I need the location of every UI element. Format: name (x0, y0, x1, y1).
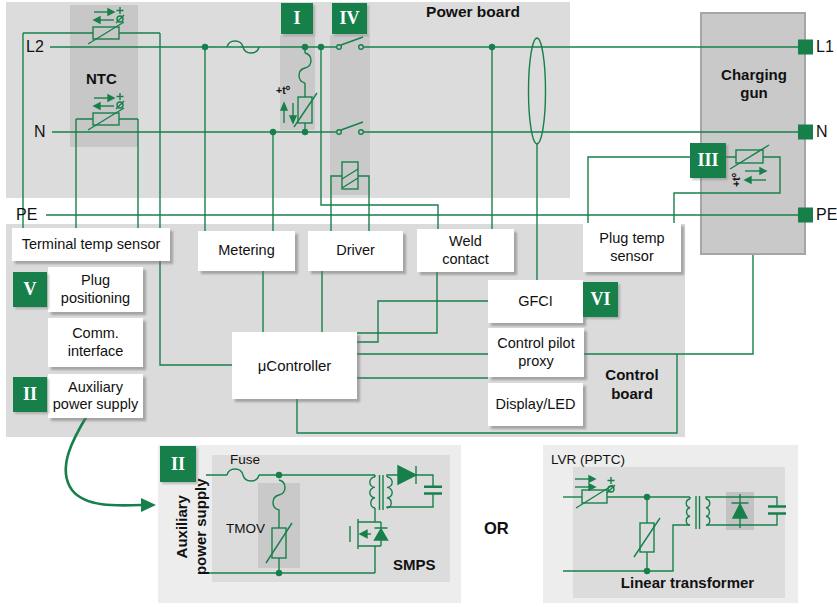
box-label: Control pilot proxy (494, 335, 578, 369)
linear-transformer-label: Linear transformer (600, 574, 775, 591)
relay-contacts-icon (337, 37, 364, 134)
ntc-label: NTC (86, 70, 117, 87)
box-label: Weld contact (435, 233, 497, 267)
title-text: Charging gun (721, 66, 787, 101)
aux-callout-arrow (66, 414, 156, 512)
label-text: Linear transformer (621, 574, 754, 591)
label-text: PE (16, 206, 37, 223)
label-text: OR (484, 519, 509, 537)
line-label-l1: L1 (816, 38, 834, 56)
numeral-label: III (697, 150, 718, 171)
label-text: PE (816, 206, 837, 223)
numeral-box-iv: IV (332, 3, 367, 34)
gun-thermistor-icon (588, 145, 780, 223)
line-label-n-left: N (34, 123, 46, 141)
control-board-title: Control board (596, 366, 668, 404)
fuse-label: Fuse (230, 452, 260, 467)
linear-transformer-circuit (563, 476, 786, 571)
label-text: +t⁰ (276, 84, 290, 96)
aux-supply-rotated-label: Auxiliary power supply (173, 462, 211, 592)
line-label-n-right: N (816, 123, 828, 141)
label-text: N (816, 123, 828, 140)
plus-t0-gun-label: +t⁰ (730, 173, 742, 187)
line-label-l2: L2 (26, 38, 44, 56)
charging-gun-title: Charging gun (712, 66, 796, 102)
numeral-box-i: I (281, 3, 313, 34)
smps-label: SMPS (393, 556, 436, 573)
lvr-pptc-label: LVR (PPTC) (551, 452, 625, 467)
box-label: Plug positioning (56, 272, 136, 306)
box-comm-interface: Comm. interface (48, 318, 143, 367)
label-text: N (34, 123, 46, 140)
label-text: Fuse (230, 452, 260, 467)
tmov-label: TMOV (226, 521, 265, 536)
numeral-box-iii: III (690, 143, 726, 178)
current-transformer-icon (529, 38, 546, 280)
box-weld-contact: Weld contact (417, 229, 514, 272)
label-text-line2: power supply (192, 462, 211, 592)
label-text-line1: Auxiliary (173, 462, 192, 592)
box-ucontroller: μController (232, 332, 357, 399)
box-label: Driver (336, 242, 375, 259)
inrush-arrows-icon (281, 103, 296, 123)
label-text: L2 (26, 38, 44, 55)
numeral-label: V (24, 279, 37, 300)
line-label-pe-left: PE (16, 206, 37, 224)
l2-taps (205, 41, 492, 231)
mains-lines (46, 47, 798, 215)
box-control-pilot-proxy: Control pilot proxy (488, 328, 584, 377)
box-label: μController (258, 357, 332, 375)
box-plug-temp-sensor: Plug temp sensor (583, 223, 681, 272)
label-text: TMOV (226, 521, 265, 536)
numeral-label: II (23, 384, 37, 405)
numeral-box-ii: II (13, 377, 47, 412)
numeral-box-vi: VI (583, 282, 618, 317)
numeral-label: VI (590, 289, 610, 310)
plus-t0-label: +t⁰ (276, 84, 290, 96)
box-label: Comm. interface (61, 325, 131, 359)
label-text: L1 (816, 38, 834, 55)
box-gfci: GFCI (488, 280, 583, 323)
or-label: OR (484, 519, 509, 538)
box-aux-power-supply: Auxiliary power supply (48, 374, 143, 418)
label-text: SMPS (393, 556, 436, 573)
box-label: Terminal temp sensor (22, 236, 161, 253)
numeral-label: I (293, 8, 300, 29)
gun-terminals (798, 40, 813, 223)
line-label-pe-right: PE (816, 206, 837, 224)
box-plug-positioning: Plug positioning (48, 267, 143, 312)
relay-coil-icon (331, 162, 369, 231)
box-display-led: Display/LED (488, 383, 583, 426)
box-metering: Metering (198, 231, 295, 271)
title-text: Power board (426, 3, 520, 20)
box-label: Auxiliary power supply (48, 379, 143, 413)
box-label: Display/LED (496, 396, 576, 413)
box-label: Metering (218, 242, 274, 259)
numeral-box-v: V (13, 272, 47, 307)
label-text: LVR (PPTC) (551, 452, 625, 467)
box-driver: Driver (308, 231, 403, 271)
numeral-label: IV (339, 8, 359, 29)
box-label: GFCI (518, 293, 553, 310)
label-text: NTC (86, 70, 117, 87)
box-label: Plug temp sensor (596, 230, 668, 264)
box-terminal-temp-sensor: Terminal temp sensor (12, 228, 170, 261)
label-text: +t⁰ (730, 173, 742, 187)
power-board-title: Power board (415, 3, 531, 21)
title-text: Control board (605, 366, 658, 402)
